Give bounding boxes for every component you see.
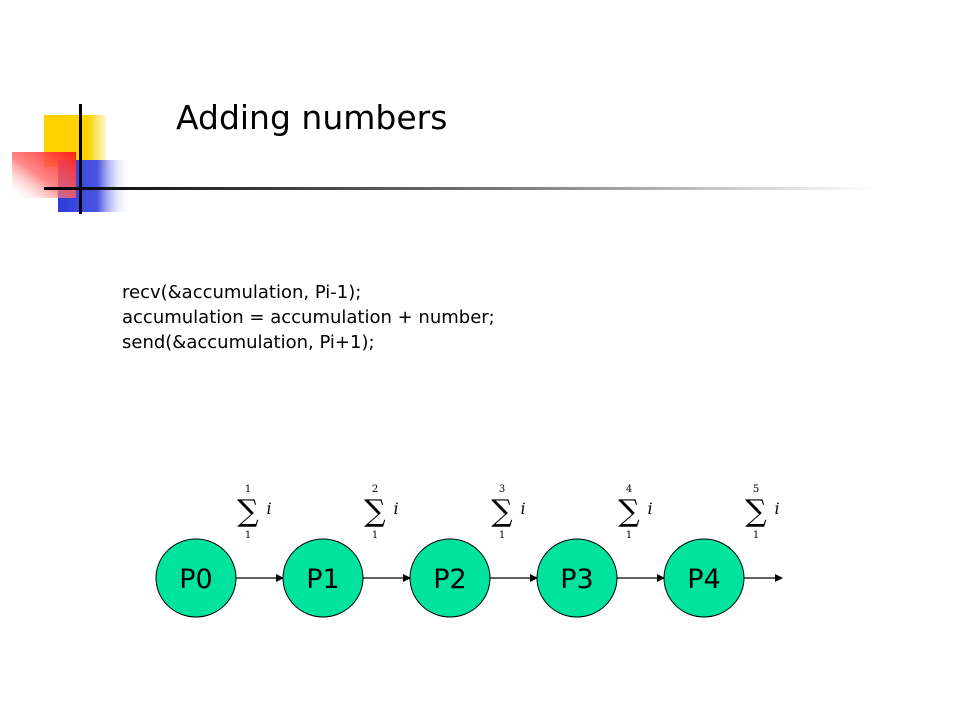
sum-variable: i xyxy=(520,499,525,518)
title-underline xyxy=(44,187,874,190)
process-node-p1 xyxy=(282,538,364,618)
sum-upper-limit: 5 xyxy=(753,484,759,495)
red-square xyxy=(12,152,76,198)
code-line-send: send(&accumulation, Pi+1); xyxy=(122,332,375,353)
code-line-recv: recv(&accumulation, Pi-1); xyxy=(122,282,362,303)
sum-upper-limit: 1 xyxy=(245,484,251,495)
process-node-p2 xyxy=(409,538,491,618)
sum-upper-limit: 2 xyxy=(372,484,378,495)
code-line-accumulate: accumulation = accumulation + number; xyxy=(122,307,495,328)
sum-sigma-symbol: ∑ xyxy=(618,494,640,529)
process-node-p3 xyxy=(536,538,618,618)
sum-upper-limit: 4 xyxy=(626,484,632,495)
sum-lower-limit: 1 xyxy=(372,530,378,541)
sum-sigma-symbol: ∑ xyxy=(745,494,767,529)
process-node-label: P4 xyxy=(687,564,720,595)
sum-variable: i xyxy=(774,499,779,518)
process-node-label: P2 xyxy=(433,564,466,595)
process-node-label: P3 xyxy=(560,564,593,595)
sum-lower-limit: 1 xyxy=(499,530,505,541)
sum-upper-limit: 3 xyxy=(499,484,505,495)
process-node-p4 xyxy=(663,538,745,618)
sum-sigma-symbol: ∑ xyxy=(237,494,259,529)
slide-title: Adding numbers xyxy=(176,98,448,137)
process-node-label: P1 xyxy=(306,564,339,595)
sum-sigma-symbol: ∑ xyxy=(364,494,386,529)
sum-lower-limit: 1 xyxy=(245,530,251,541)
sum-variable: i xyxy=(393,499,398,518)
sum-variable: i xyxy=(266,499,271,518)
sum-lower-limit: 1 xyxy=(626,530,632,541)
code-block: recv(&accumulation, Pi-1); accumulation … xyxy=(122,280,495,355)
process-node-p0 xyxy=(155,538,237,618)
decorative-corner-graphic xyxy=(12,104,874,214)
sum-variable: i xyxy=(647,499,652,518)
sum-lower-limit: 1 xyxy=(753,530,759,541)
sum-sigma-symbol: ∑ xyxy=(491,494,513,529)
vertical-divider xyxy=(79,104,82,214)
process-node-label: P0 xyxy=(179,564,212,595)
